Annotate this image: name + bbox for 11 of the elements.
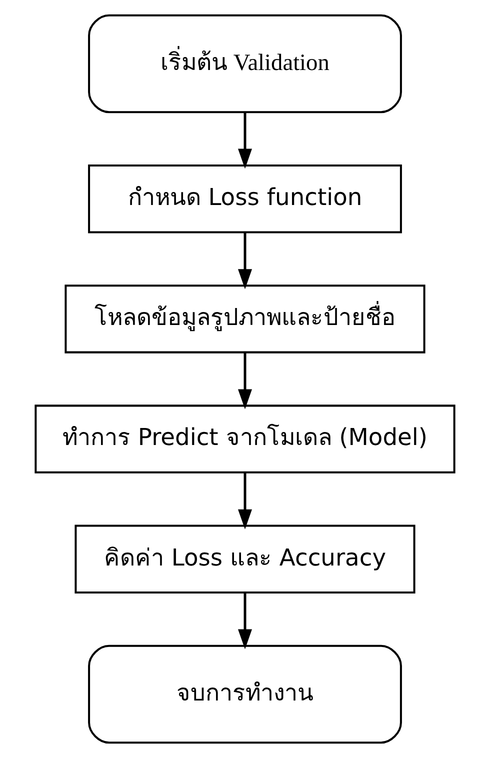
arrow bbox=[237, 472, 252, 530]
arrow bbox=[237, 112, 252, 169]
arrow bbox=[237, 352, 252, 410]
node-box: โหลดข้อมูลรูปภาพและป้ายชื่อ bbox=[64, 284, 425, 354]
arrow bbox=[237, 232, 252, 290]
node-box: กำหนด Loss function bbox=[88, 164, 402, 234]
node-box: ทำการ Predict จากโมเดล (Model) bbox=[34, 404, 455, 474]
node-box: เริ่มต้น Validation bbox=[88, 14, 402, 114]
node-box: คิดค่า Loss และ Accuracy bbox=[74, 524, 415, 594]
arrow bbox=[237, 592, 252, 650]
node-box: จบการทำงาน bbox=[88, 644, 402, 744]
